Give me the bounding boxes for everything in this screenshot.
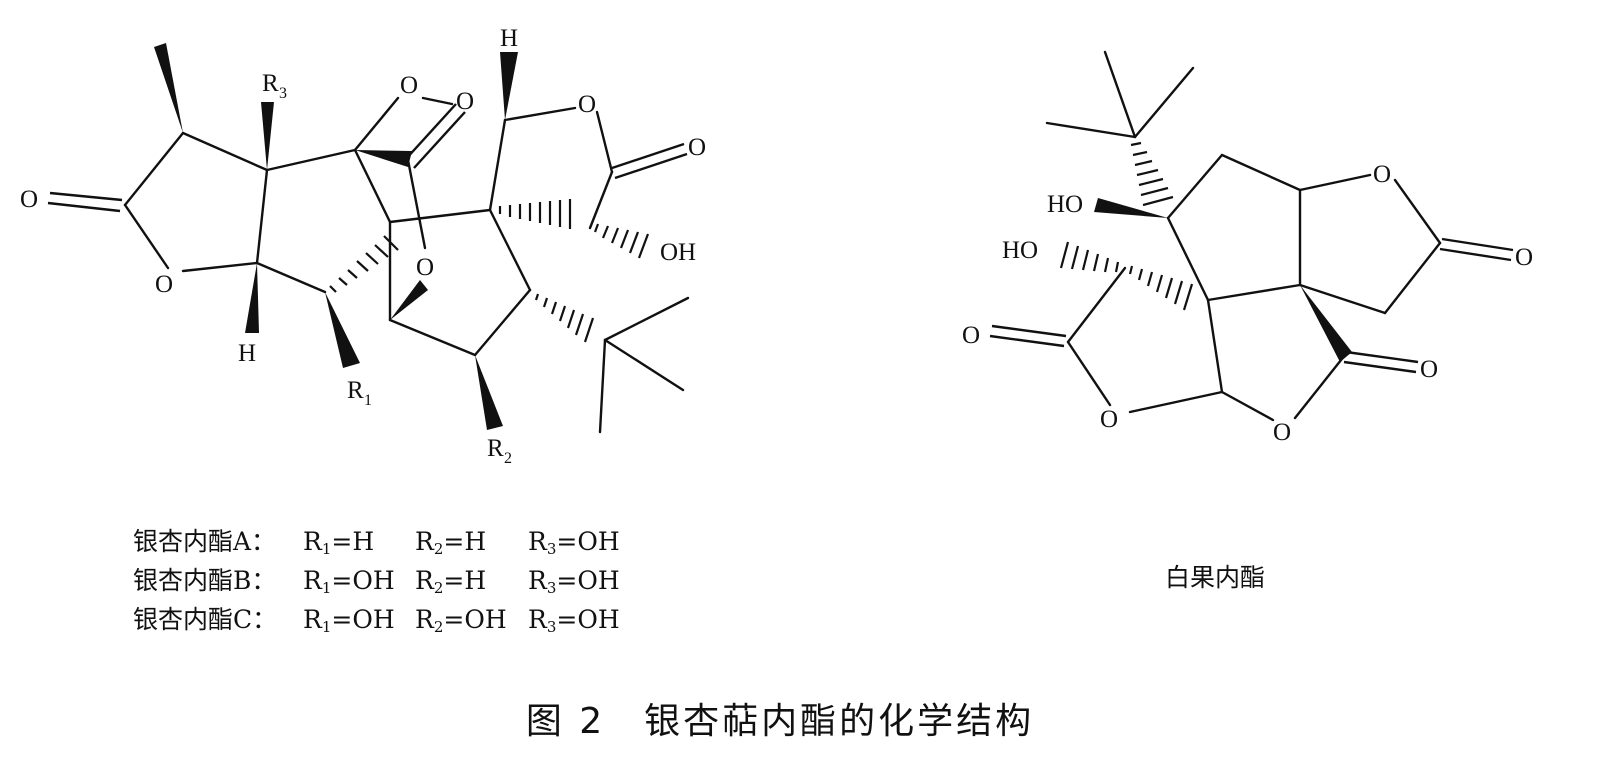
- r2-value: R2=H: [415, 561, 486, 608]
- r-subscript: 2: [433, 540, 444, 558]
- r-symbol: R: [528, 605, 547, 634]
- r-symbol: R: [415, 566, 434, 595]
- r1-value: R1=OH: [303, 600, 395, 647]
- r3-subscript: 3: [279, 85, 287, 102]
- r-symbol: R: [303, 566, 322, 595]
- r2-substituent: =OH: [443, 605, 507, 634]
- hashed-bond: [534, 293, 595, 343]
- r-symbol: R: [528, 527, 547, 556]
- figure-caption: 图 2 银杏萜内酯的化学结构: [525, 701, 1035, 742]
- r-symbol: R: [303, 605, 322, 634]
- hydrogen-label: H: [500, 25, 518, 52]
- r1-substituent: =H: [331, 527, 375, 556]
- r3-value: R3=OH: [528, 561, 620, 608]
- r1-label: R: [347, 377, 364, 404]
- r-symbol: R: [528, 566, 547, 595]
- hydroxyl-label: OH: [660, 239, 696, 266]
- r1-substituent: =OH: [331, 566, 395, 595]
- oxygen-label: O: [688, 134, 706, 161]
- r1-substituent: =OH: [331, 605, 395, 634]
- hydroxyl-label: HO: [1047, 191, 1083, 218]
- hashed-bond: [1130, 141, 1174, 207]
- r-subscript: 2: [433, 579, 444, 597]
- r2-substituent: =H: [443, 566, 487, 595]
- hydroxyl-label: HO: [1002, 237, 1038, 264]
- r-subscript: 1: [321, 579, 332, 597]
- bilobalide-name: 白果内酯: [1165, 563, 1266, 592]
- r3-substituent: =OH: [556, 566, 620, 595]
- hashed-bond: [1059, 241, 1120, 273]
- hashed-bond: [498, 199, 572, 229]
- oxygen-label: O: [155, 271, 173, 298]
- r3-label: R: [262, 70, 279, 97]
- r-subscript: 3: [546, 579, 557, 597]
- r3-substituent: =OH: [556, 527, 620, 556]
- ginkgolide-structure: O O H R 3 O O H O O O OH R 1 R 2: [20, 25, 706, 467]
- r2-label: R: [487, 435, 504, 462]
- compound-name: 银杏内酯B：: [133, 566, 277, 595]
- oxygen-label: O: [578, 91, 596, 118]
- r-subscript: 2: [433, 618, 444, 636]
- hashed-bond: [329, 235, 399, 293]
- r3-value: R3=OH: [528, 522, 620, 569]
- oxygen-label: O: [20, 186, 38, 213]
- r-subscript: 3: [546, 618, 557, 636]
- r1-value: R1=H: [303, 522, 374, 569]
- r3-substituent: =OH: [556, 605, 620, 634]
- bilobalide-structure: HO HO O O O O O O: [962, 50, 1533, 446]
- oxygen-label: O: [1373, 161, 1391, 188]
- oxygen-label: O: [962, 322, 980, 349]
- r2-value: R2=H: [415, 522, 486, 569]
- oxygen-label: O: [1515, 244, 1533, 271]
- r-subscript: 1: [321, 618, 332, 636]
- hydrogen-label: H: [238, 340, 256, 367]
- r-subscript: 3: [546, 540, 557, 558]
- oxygen-label: O: [456, 88, 474, 115]
- r-symbol: R: [415, 605, 434, 634]
- r2-value: R2=OH: [415, 600, 507, 647]
- hashed-bond: [1128, 265, 1194, 311]
- oxygen-label: O: [1273, 419, 1291, 446]
- oxygen-label: O: [1420, 356, 1438, 383]
- oxygen-label: O: [416, 254, 434, 281]
- r3-value: R3=OH: [528, 600, 620, 647]
- r1-subscript: 1: [364, 392, 372, 409]
- r-subscript: 1: [321, 540, 332, 558]
- r-symbol: R: [415, 527, 434, 556]
- r2-substituent: =H: [443, 527, 487, 556]
- r-symbol: R: [303, 527, 322, 556]
- compound-name: 银杏内酯C：: [133, 605, 278, 634]
- r1-value: R1=OH: [303, 561, 395, 608]
- oxygen-label: O: [1100, 406, 1118, 433]
- r2-subscript: 2: [504, 450, 512, 467]
- oxygen-label: O: [400, 72, 418, 99]
- hashed-bond: [593, 223, 650, 259]
- compound-name: 银杏内酯A：: [133, 527, 277, 556]
